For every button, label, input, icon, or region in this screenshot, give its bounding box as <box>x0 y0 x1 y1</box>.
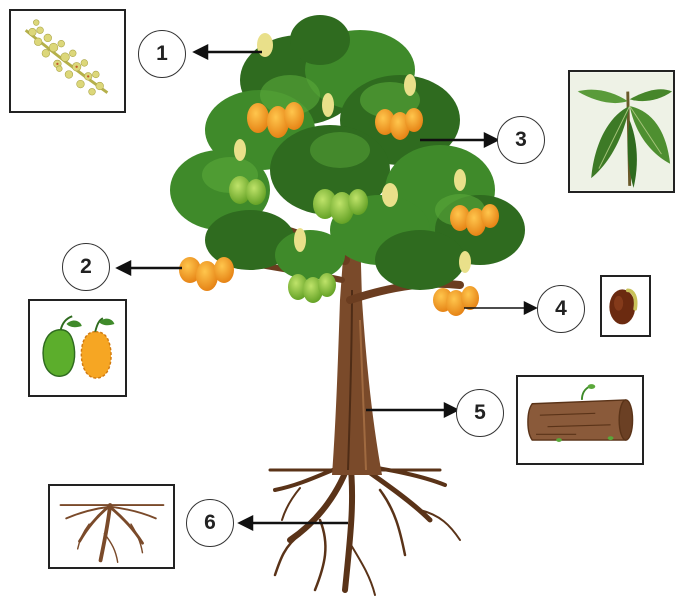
stem-image-box <box>516 375 644 465</box>
callout-number-1: 1 <box>138 30 186 78</box>
callout-number-4: 4 <box>537 285 585 333</box>
callout-number-6: 6 <box>186 499 234 547</box>
flower-image-box <box>9 9 126 113</box>
tree-roots <box>270 460 460 595</box>
leaf-image-box <box>568 70 675 193</box>
seed-icon <box>602 277 649 335</box>
mango-fruits-icon <box>30 301 125 395</box>
seed-image-box <box>600 275 651 337</box>
roots-icon <box>50 486 173 567</box>
log-icon <box>518 377 642 463</box>
flower-cluster-icon <box>11 11 124 111</box>
fruit-image-box <box>28 299 127 397</box>
tree-canopy <box>170 15 525 290</box>
root-image-box <box>48 484 175 569</box>
callout-number-3: 3 <box>497 116 545 164</box>
callout-number-2: 2 <box>62 243 110 291</box>
callout-number-5: 5 <box>456 389 504 437</box>
mango-leaves-icon <box>570 72 673 191</box>
